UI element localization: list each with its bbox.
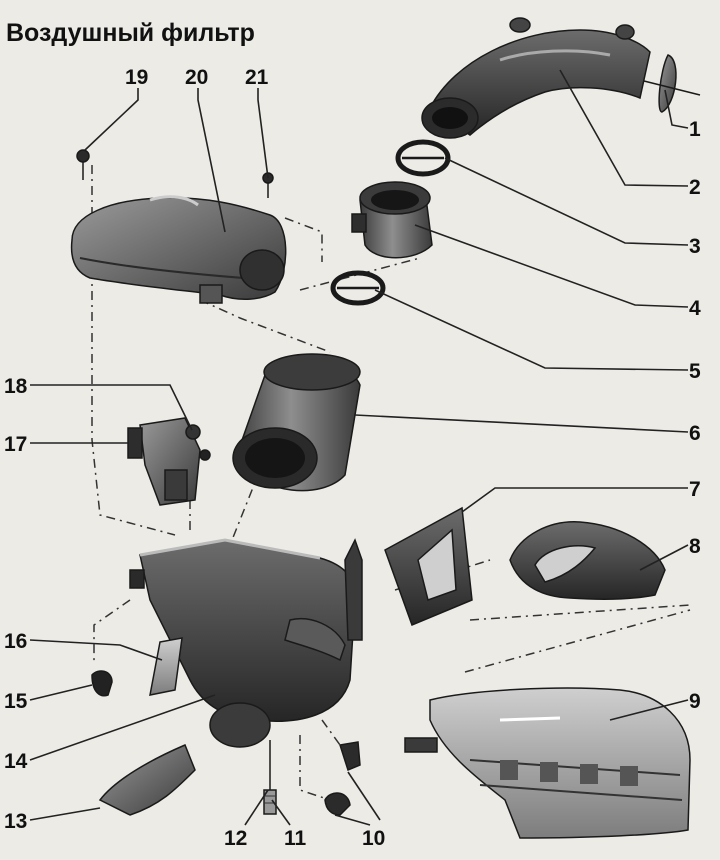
callout-11: 11 <box>284 827 307 850</box>
callout-2: 2 <box>689 176 701 199</box>
callout-13: 13 <box>4 810 27 833</box>
part-21-screw <box>262 172 274 198</box>
callout-19: 19 <box>125 66 148 89</box>
callout-7: 7 <box>689 478 701 501</box>
part-2-intake-hose <box>421 17 651 139</box>
callout-8: 8 <box>689 535 701 558</box>
callout-16: 16 <box>4 630 27 653</box>
part-13-snorkel <box>98 744 196 816</box>
part-17-valve <box>127 417 201 506</box>
callout-9: 9 <box>689 690 701 713</box>
callout-12: 12 <box>224 827 247 850</box>
leader-lines <box>29 69 689 826</box>
part-3-seal-ring <box>395 139 451 177</box>
part-9-air-guide <box>404 687 691 839</box>
part-4-air-mass-meter <box>351 181 433 259</box>
callout-6: 6 <box>689 422 701 445</box>
part-1-clamp <box>639 54 701 113</box>
callout-1: 1 <box>689 118 701 141</box>
callout-18: 18 <box>4 375 28 398</box>
callout-20: 20 <box>185 66 208 89</box>
part-11-12-screws <box>263 740 277 815</box>
part-6-filter-element <box>232 353 361 492</box>
part-16-bracket <box>149 637 183 696</box>
callout-10: 10 <box>362 827 385 850</box>
part-15-grommet <box>91 670 113 697</box>
part-19-screw <box>76 149 90 180</box>
callout-5: 5 <box>689 360 701 383</box>
callout-3: 3 <box>689 235 701 258</box>
diagram-title: Воздушный фильтр <box>6 19 255 47</box>
callout-14: 14 <box>4 750 28 773</box>
part-10-grommets <box>324 741 361 816</box>
part-18-clip <box>185 424 211 461</box>
part-5-seal-ring <box>330 270 386 306</box>
callout-15: 15 <box>4 690 28 713</box>
callout-17: 17 <box>4 433 27 456</box>
callout-4: 4 <box>689 297 701 320</box>
part-14-filter-housing <box>129 538 363 748</box>
part-7-intake-funnel <box>384 506 473 626</box>
part-20-filter-cover <box>70 195 287 304</box>
part-8-duct <box>509 521 666 600</box>
callouts: 1 2 3 4 5 6 7 8 9 10 11 12 13 14 15 16 1… <box>4 66 701 850</box>
callout-21: 21 <box>245 66 269 89</box>
